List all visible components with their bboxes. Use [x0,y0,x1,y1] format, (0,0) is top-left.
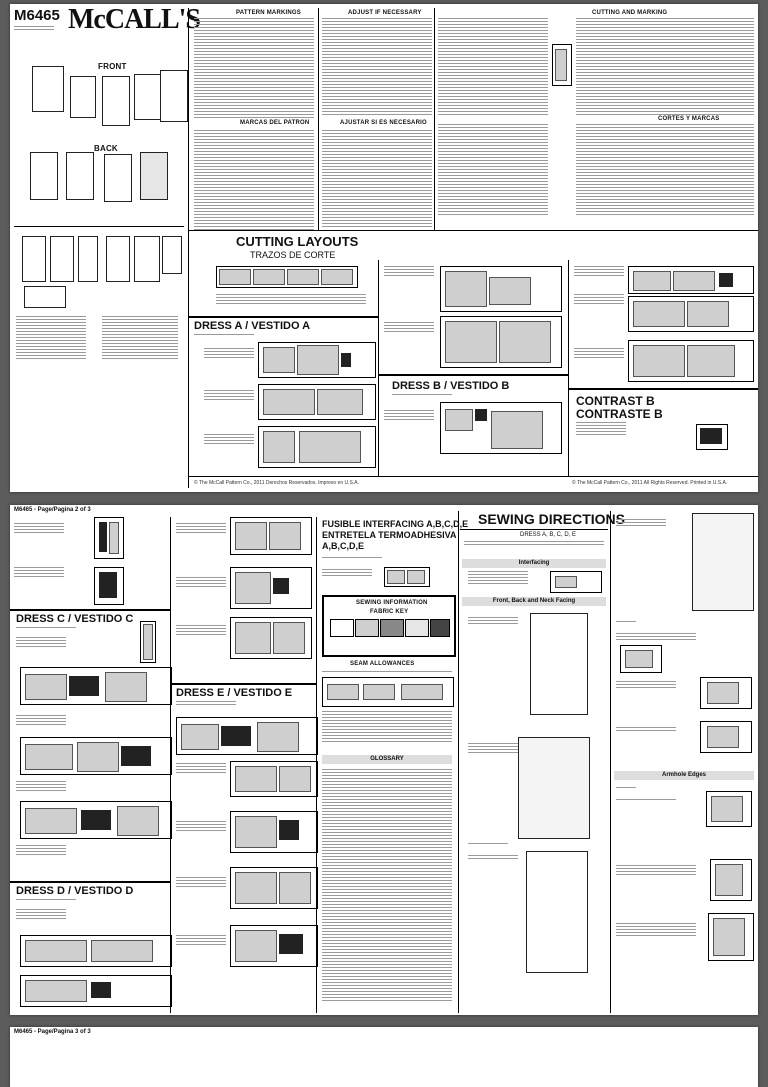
pattern-page-1: M6465 McCALL'S FRONT BACK PATTERN MARKIN… [10,4,758,492]
dress-c-title: DRESS C / VESTIDO C [16,613,134,625]
entretela-subtitle: A,B,C,D,E [322,541,365,551]
marcas-header: MARCAS DEL PATRON [240,120,310,126]
seam-allowances-header: SEAM ALLOWANCES [350,661,415,667]
layout-diagram [230,617,312,659]
layout-diagram [20,975,172,1007]
armhole-header: Armhole Edges [614,771,754,780]
step-diagram [700,721,752,753]
brand-logo: McCALL'S [68,4,201,35]
pattern-piece [50,236,74,282]
interfacing-header: Interfacing [462,559,606,568]
page-2-label: M6465 - Page/Pagina 2 of 3 [14,507,91,513]
layout-diagram [176,717,318,755]
fabric-key-header: FABRIC KEY [370,609,409,615]
layout-diagram [696,424,728,450]
layout-diagram [628,296,754,332]
pattern-number: M6465 [14,7,60,24]
layout-diagram [230,567,312,609]
front-label: FRONT [98,62,127,71]
dress-abcde-label: DRESS A, B, C, D, E [520,532,577,538]
dress-sketch [134,74,164,120]
fabric-key-wrong-side [355,619,379,637]
dress-sketch [70,76,96,118]
fabric-key-lining [405,619,429,637]
fabric-key-lining-wrong [430,619,450,637]
cutting-header: CUTTING AND MARKING [592,10,668,16]
layout-diagram [230,925,318,967]
dress-sketch [32,66,64,112]
layout-diagram [440,266,562,312]
pattern-page-3: M6465 - Page/Pagina 3 of 3 [10,1027,758,1087]
cutting-layouts-title: CUTTING LAYOUTS [236,234,359,249]
back-label: BACK [94,144,118,153]
step-diagram [550,571,602,593]
back-piece-sketch [692,513,754,611]
contraste-b-title: CONTRASTE B [576,407,663,421]
step-diagram [700,677,752,709]
layout-diagram [258,342,376,378]
sewing-directions-title: SEWING DIRECTIONS [478,511,626,527]
dress-sketch [104,154,132,202]
sewing-information-box: SEWING INFORMATION FABRIC KEY [322,595,456,657]
layout-diagram [628,340,754,382]
dress-b-title: DRESS B / VESTIDO B [392,380,510,392]
pattern-piece [134,236,160,282]
glossary-header: GLOSSARY [322,755,452,764]
dress-sketch [102,76,130,126]
dress-sketch [30,152,58,200]
step-diagram [708,913,754,961]
layout-diagram [20,935,172,967]
layout-diagram [140,621,156,663]
pattern-piece [78,236,98,282]
contrast-b-title: CONTRAST B [576,394,655,408]
layout-diagram [384,567,430,587]
layout-diagram [258,426,376,468]
dress-sketch [160,70,188,122]
layout-diagram [230,811,318,853]
layout-diagram [230,517,312,555]
dress-sketch [140,152,168,200]
layout-diagram [258,384,376,420]
layout-diagram [230,761,318,797]
dress-d-title: DRESS D / VESTIDO D [16,885,134,897]
trazos-title: TRAZOS DE CORTE [250,250,336,260]
layout-diagram [20,801,172,839]
copyright-left: © The McCall Pattern Co., 2011 Derechos … [194,480,359,486]
step-diagram [620,645,662,673]
fabric-key-interfacing [380,619,404,637]
fusible-title: FUSIBLE INTERFACING A,B,C,D,E [322,519,469,529]
dress-sketch [66,152,94,200]
sewing-information-header: SEWING INFORMATION [356,600,428,606]
cortes-header: CORTES Y MARCAS [658,116,720,122]
pattern-markings-header: PATTERN MARKINGS [236,10,301,16]
ajustar-header: AJUSTAR SI ES NECESARIO [340,120,427,126]
layout-diagram [230,867,318,909]
front-piece-sketch [530,613,588,715]
fabric-key-right-side [330,619,354,637]
back-piece-sketch [518,737,590,839]
layout-diagram [94,567,124,605]
page-3-label: M6465 - Page/Pagina 3 of 3 [14,1029,91,1035]
layout-diagram [440,316,562,368]
pattern-page-2: M6465 - Page/Pagina 2 of 3 DRESS C / VES… [10,505,758,1015]
pattern-piece [162,236,182,274]
layout-diagram [440,402,562,454]
entretela-title: ENTRETELA TERMOADHESIVA [322,530,457,540]
layout-diagram [20,737,172,775]
adjust-header: ADJUST IF NECESSARY [348,10,422,16]
step-diagram [710,859,752,901]
dress-a-title: DRESS A / VESTIDO A [194,320,311,332]
copyright-right: © The McCall Pattern Co., 2011 All Right… [572,480,728,486]
dress-e-title: DRESS E / VESTIDO E [176,687,293,699]
step-diagram [706,791,752,827]
pattern-piece [106,236,130,282]
layout-diagram [20,667,172,705]
front-piece-sketch [526,851,588,973]
seam-diagram [322,677,454,707]
front-back-neck-header: Front, Back and Neck Facing [462,597,606,606]
pattern-piece [22,236,46,282]
layout-diagram [94,517,124,559]
layout-diagram [628,266,754,294]
pattern-piece [24,286,66,308]
